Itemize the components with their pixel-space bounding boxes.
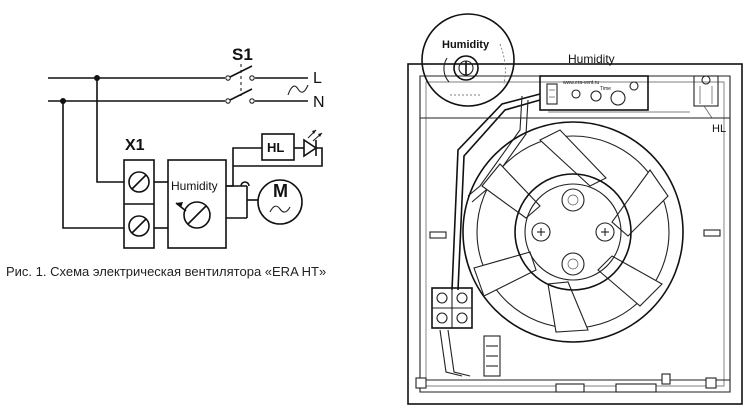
ac-sine-icon — [287, 84, 309, 96]
cable-bundle-4 — [471, 99, 529, 203]
electrical-schematic: L N S1 X1 — [6, 45, 326, 279]
cable-bundle-1 — [451, 93, 541, 291]
line-N-label: N — [313, 94, 325, 111]
switch-s1-label: S1 — [232, 45, 253, 64]
figure-caption: Рис. 1. Схема электрическая вентилятора … — [6, 264, 326, 279]
terminal-x1-label: X1 — [125, 137, 145, 154]
board-time-label: Time — [600, 86, 611, 92]
wire-humidity-to-lamp — [226, 147, 262, 187]
drawing-lamp-label: HL — [712, 123, 726, 135]
humidity-knob-zoom-callout: Humidity — [421, 13, 515, 107]
fan-blades — [473, 129, 669, 333]
humidity-block-label: Humidity — [171, 179, 218, 193]
lamp-hl-block: HL — [233, 129, 323, 167]
fan-housing-outer — [407, 63, 743, 405]
lamp-hl-label: HL — [267, 140, 284, 155]
motor-hub — [514, 173, 632, 291]
drawing-terminal-block — [431, 287, 473, 377]
motor-m-symbol: M — [257, 179, 303, 225]
lamp-hl-assembly: HL — [693, 75, 726, 135]
cable-bundle-2 — [457, 99, 541, 291]
wire-L-to-terminal — [96, 78, 124, 183]
drawing-humidity-label: Humidity — [568, 52, 615, 66]
fan-rotor-outer — [462, 121, 684, 343]
zoom-humidity-label: Humidity — [442, 39, 490, 51]
switch-s1-symbol — [225, 64, 255, 104]
wire-crossover-hump — [240, 181, 250, 187]
bottom-details — [415, 373, 730, 393]
fan-drawing: Humidity Humidity www.era-vent.ru Time — [407, 13, 743, 405]
wire-N-to-terminal — [62, 101, 124, 229]
fan-housing-bevel — [425, 81, 725, 387]
motor-m-label: M — [273, 181, 288, 201]
side-clips — [429, 229, 721, 239]
board-url-text: www.era-vent.ru — [563, 80, 599, 86]
cable-bundle-3 — [467, 95, 523, 197]
terminal-block-x1 — [123, 159, 155, 249]
control-board: www.era-vent.ru Time — [539, 75, 649, 111]
humidity-controller-block: Humidity — [167, 159, 227, 249]
cable-clamp — [483, 335, 501, 377]
line-L-label: L — [313, 70, 322, 87]
